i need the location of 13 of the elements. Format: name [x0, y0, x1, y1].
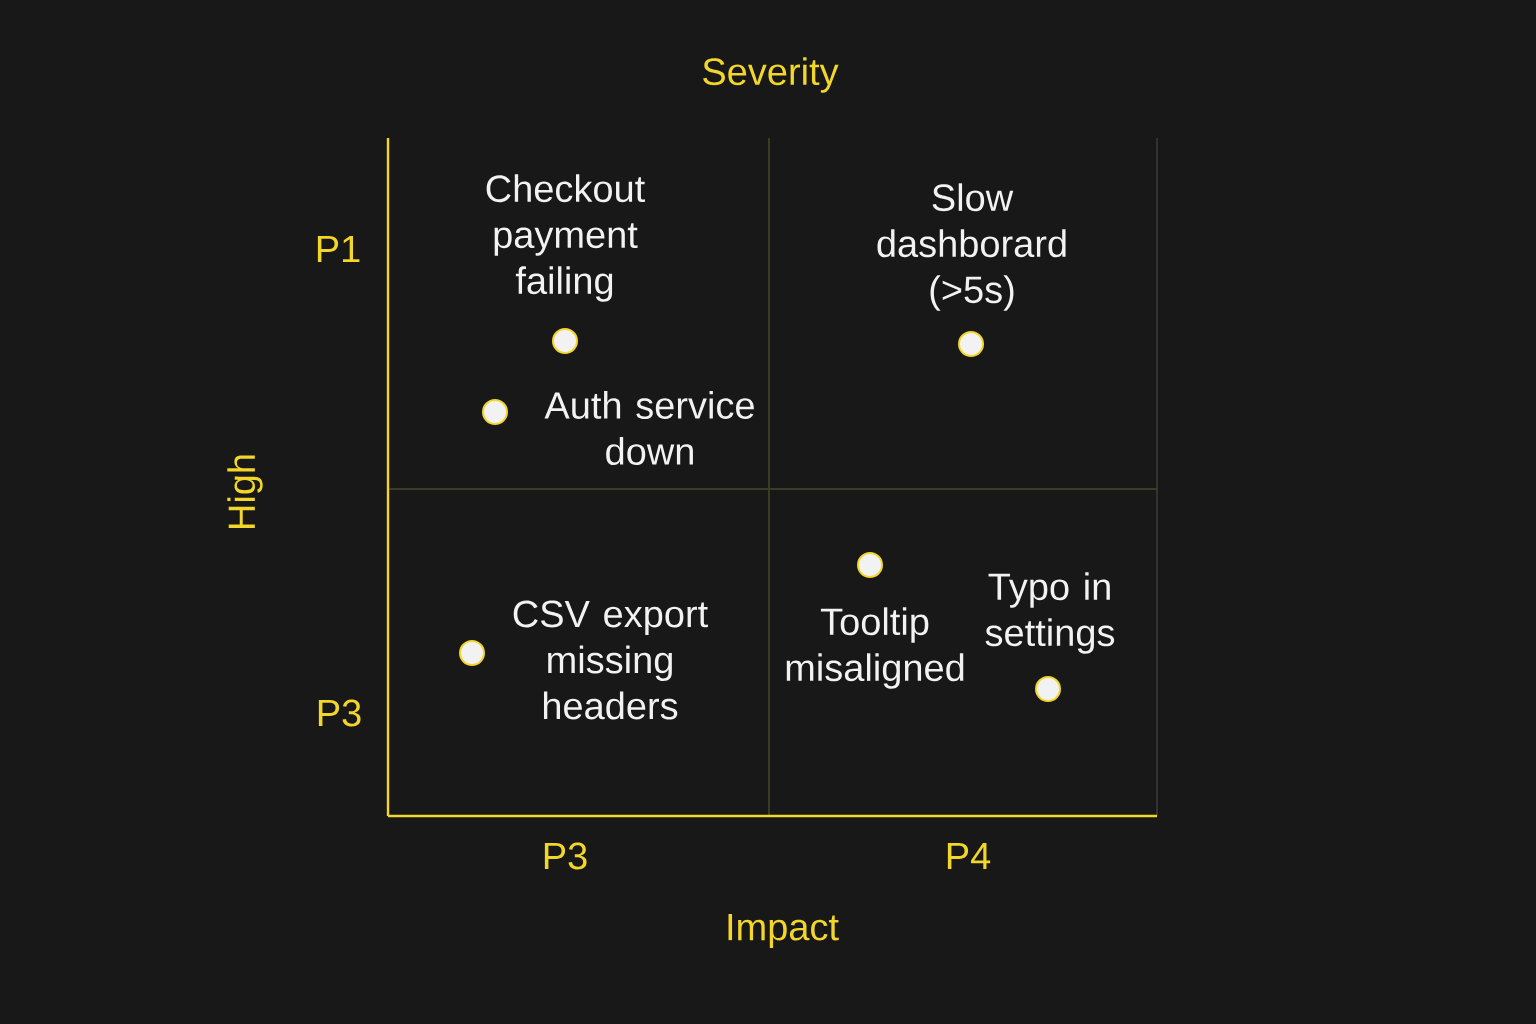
axis-label: Impact: [728, 914, 839, 948]
point-label: Checkout payment failing: [486, 174, 645, 302]
point-label: Tooltip misaligned: [786, 607, 964, 689]
tick-label: P1: [317, 235, 360, 263]
point-label: Typo in settings: [985, 572, 1115, 654]
tick-label: P4: [947, 842, 991, 870]
axis-label: High: [227, 455, 263, 528]
point-label: CSV export missing headers: [513, 600, 708, 720]
tick-label: P3: [318, 699, 361, 727]
point-label: Slow dashborard (>5s): [877, 183, 1066, 311]
chart-title: Severity: [703, 57, 839, 93]
tick-label: P3: [544, 842, 587, 870]
point-label: Auth service down: [544, 391, 754, 465]
